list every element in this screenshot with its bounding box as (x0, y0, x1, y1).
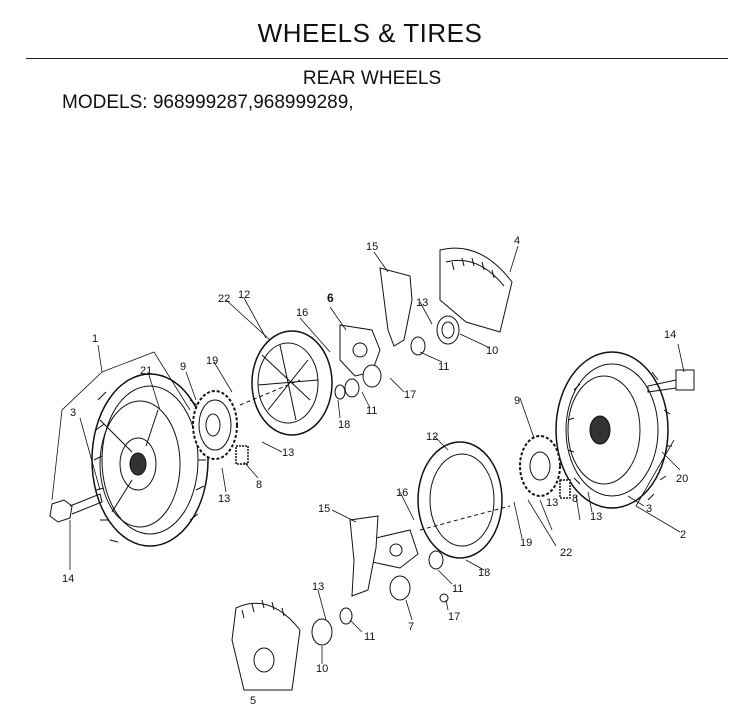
callout-4: 4 (514, 235, 520, 247)
right-axle-line (419, 505, 511, 531)
left-shift-lever (379, 267, 413, 347)
callout-11: 11 (366, 405, 377, 417)
callout-13: 13 (590, 511, 602, 523)
models-line: MODELS: 968999287,968999289, (62, 92, 354, 114)
leader-lines (51, 245, 685, 664)
callout-9: 9 (514, 395, 520, 407)
callout-13: 13 (312, 581, 324, 593)
models-label: MODELS: (62, 92, 148, 113)
callout-13: 13 (546, 497, 558, 509)
callout-16: 16 (396, 487, 408, 499)
callout-11: 11 (438, 361, 449, 373)
right-pinion (559, 479, 571, 499)
callout-14: 14 (664, 329, 676, 341)
left-wheel (91, 373, 209, 547)
callout-10: 10 (316, 663, 328, 675)
callout-3: 3 (646, 503, 652, 515)
callout-19: 19 (520, 537, 532, 549)
left-axle-line (239, 379, 301, 406)
callout-18: 18 (478, 567, 490, 579)
callout-20: 20 (676, 473, 688, 485)
callout-3: 3 (70, 407, 76, 419)
callout-14: 14 (62, 573, 74, 585)
callout-13: 13 (282, 447, 294, 459)
callout-12: 12 (426, 431, 438, 443)
callout-18: 18 (338, 419, 350, 431)
callout-11: 11 (452, 583, 463, 595)
callout-21: 21 (140, 365, 152, 377)
callout-6: 6 (327, 291, 334, 305)
callout-17: 17 (448, 611, 460, 623)
callout-8: 8 (572, 493, 578, 505)
page-title: WHEELS & TIRES (257, 18, 483, 48)
callout-9: 9 (180, 361, 186, 373)
callout-19: 19 (206, 355, 218, 367)
callout-22: 22 (218, 293, 230, 305)
right-gear (519, 435, 561, 497)
callout-11: 11 (364, 631, 375, 643)
right-hub-cover (417, 441, 503, 559)
right-height-plate (231, 599, 301, 691)
callout-10: 10 (486, 345, 498, 357)
model-numbers: 968999287,968999289, (152, 92, 354, 113)
callout-15: 15 (366, 241, 378, 253)
right-wheel (555, 351, 672, 509)
callout-13: 13 (416, 297, 428, 309)
callout-2: 2 (680, 529, 686, 541)
right-shift-lever (349, 515, 379, 597)
callout-labels: 1 2 3 3 4 5 6 7 8 8 9 9 10 10 11 11 11 1… (62, 235, 688, 706)
callout-16: 16 (296, 307, 308, 319)
callout-15: 15 (318, 503, 330, 515)
left-bushings (334, 315, 460, 400)
left-pinion (235, 445, 249, 465)
section-title: REAR WHEELS (302, 68, 442, 89)
right-bushings (311, 550, 449, 646)
left-gear (192, 390, 238, 460)
callout-17: 17 (404, 389, 416, 401)
callout-13: 13 (218, 493, 230, 505)
right-bolt (647, 369, 695, 393)
callout-22: 22 (560, 547, 572, 559)
callout-7: 7 (408, 621, 414, 633)
callout-1: 1 (92, 333, 98, 345)
callout-12: 12 (238, 289, 250, 301)
callout-5: 5 (250, 695, 256, 706)
right-bracket (371, 529, 419, 569)
callout-8: 8 (256, 479, 262, 491)
left-bolt (49, 493, 103, 523)
left-height-plate (439, 247, 513, 333)
title-divider (26, 58, 728, 59)
